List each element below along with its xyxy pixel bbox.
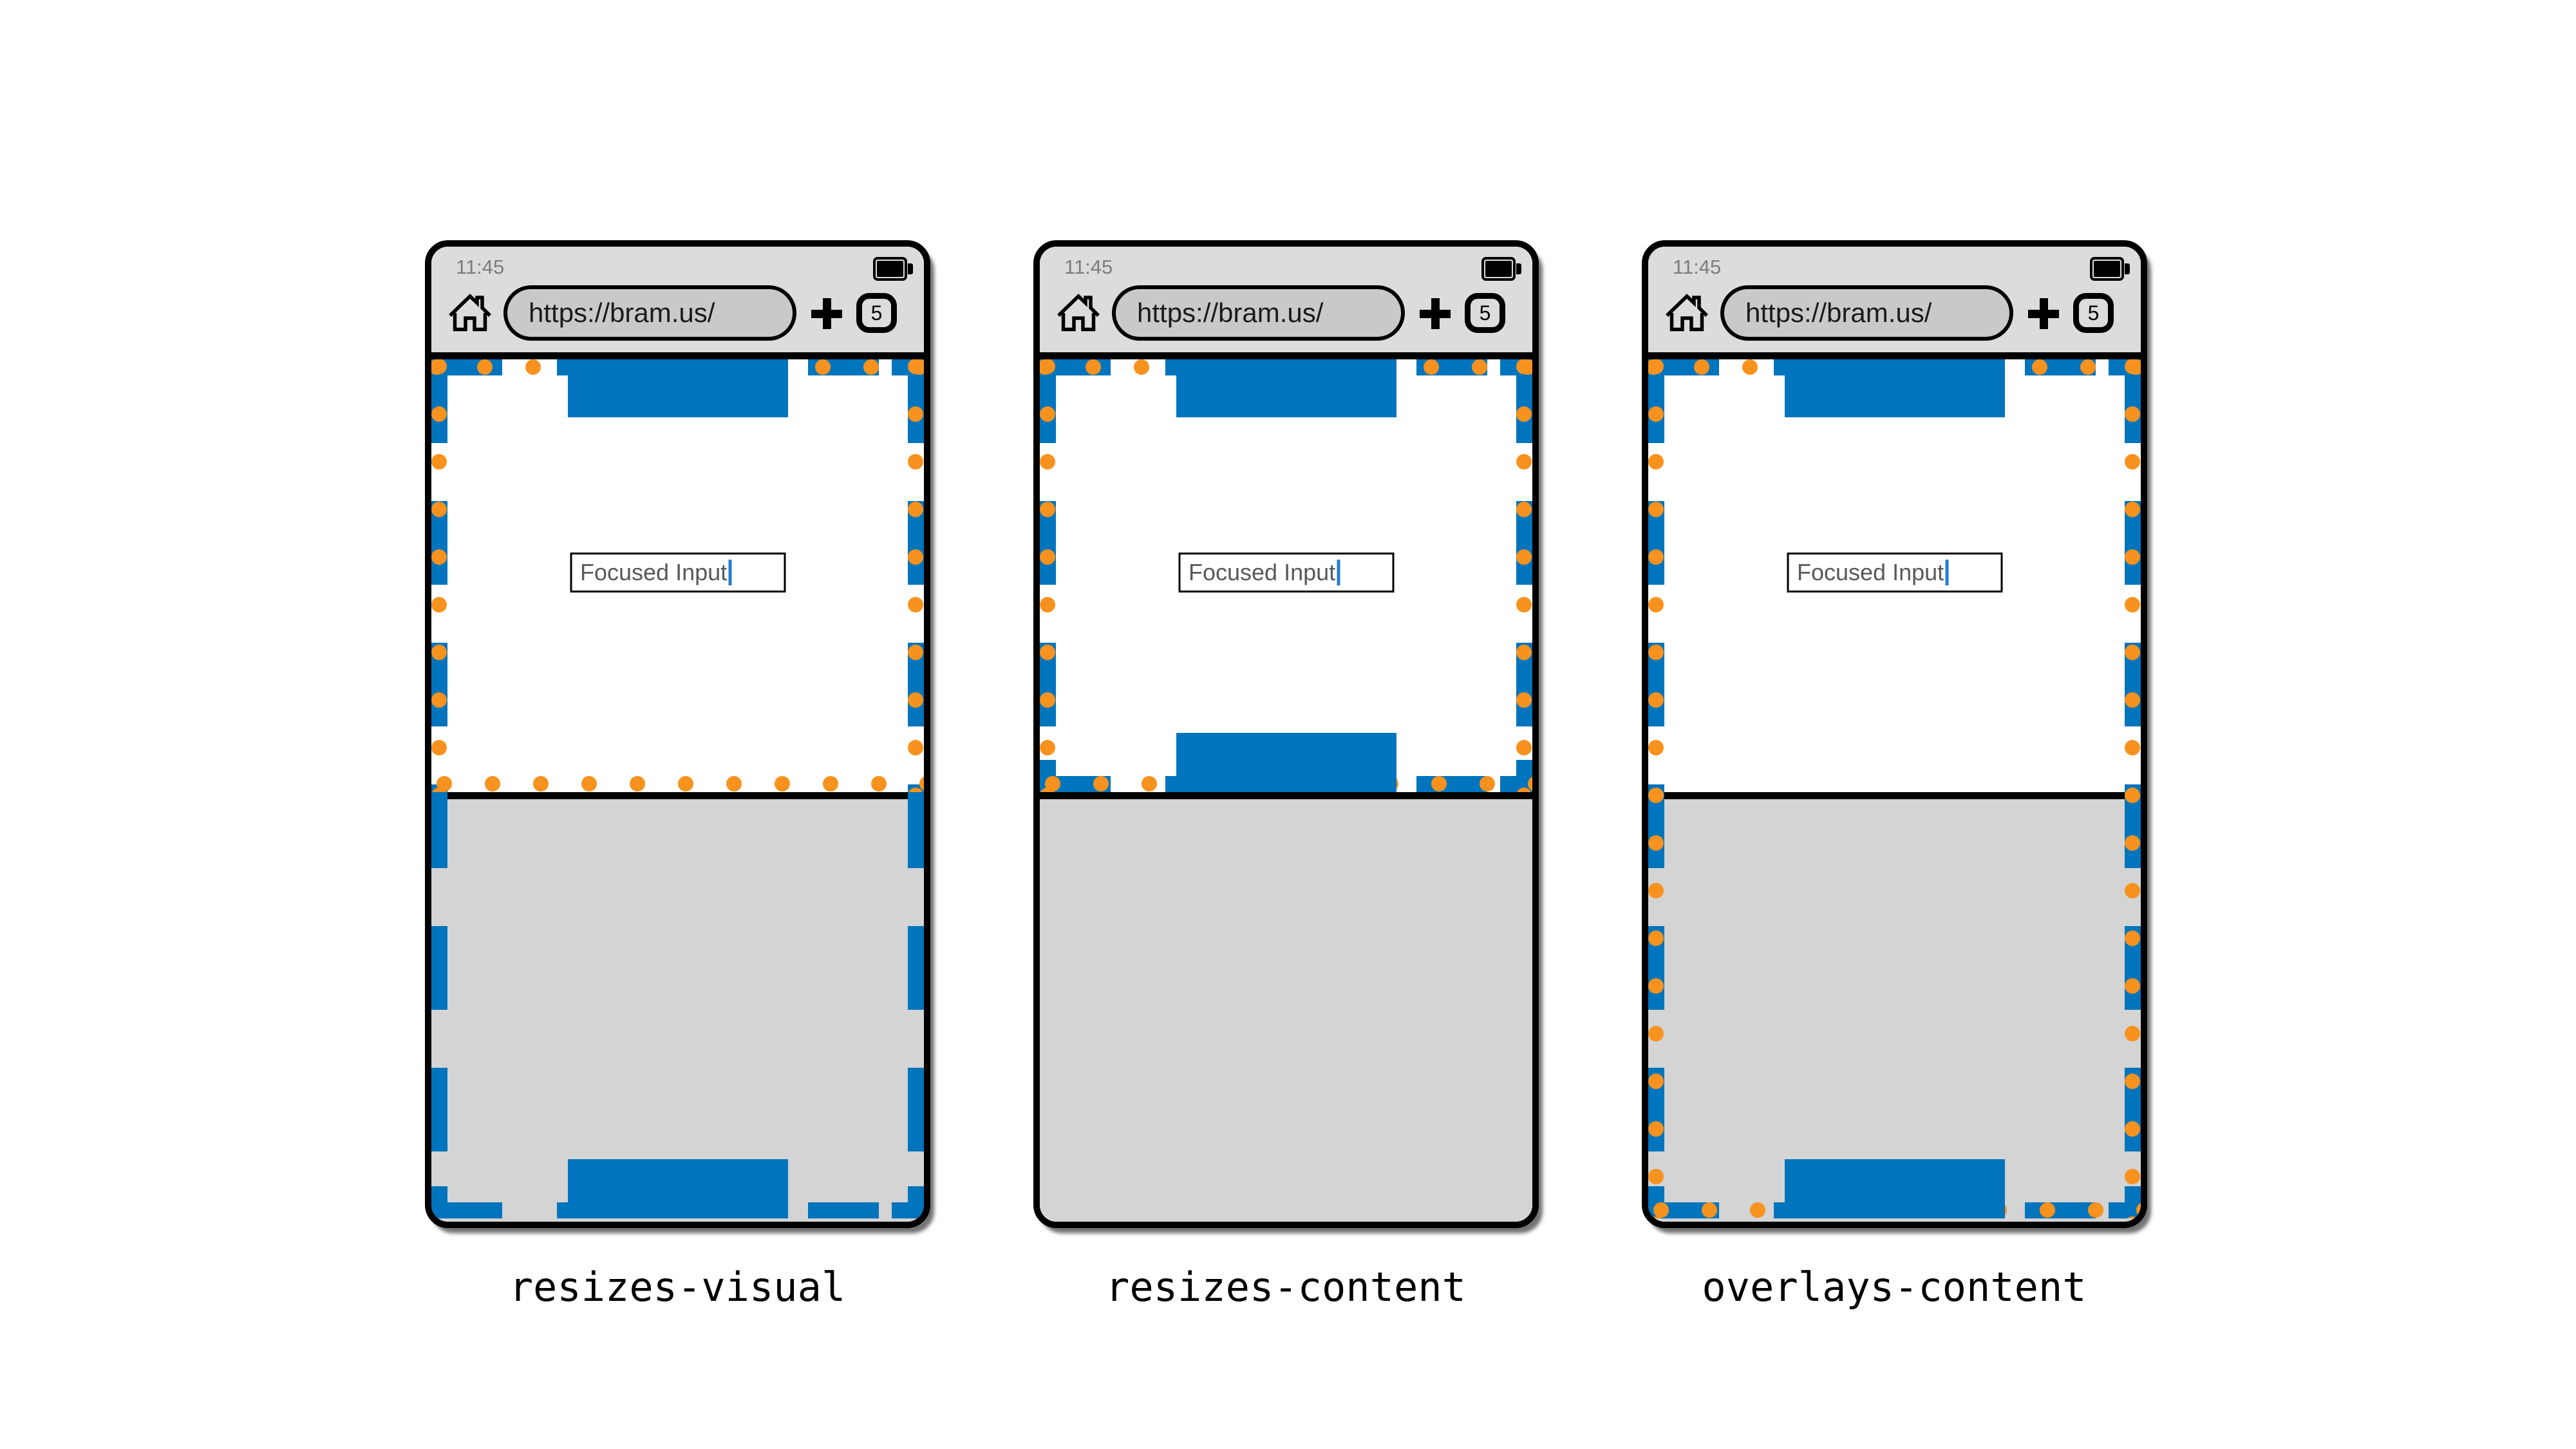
- page-header-block: [1176, 359, 1396, 417]
- tab-counter-button[interactable]: 5: [2073, 293, 2114, 333]
- text-caret: [728, 560, 732, 585]
- tab-counter-button[interactable]: 5: [1465, 293, 1505, 333]
- url-bar[interactable]: https://bram.us/: [503, 285, 796, 341]
- battery-body: [1481, 257, 1516, 281]
- phone-mockup-overlays-content: 11:45 https://bram.us/ 5: [1642, 240, 2147, 1228]
- home-button[interactable]: [447, 292, 493, 333]
- virtual-keyboard-area: [1040, 799, 1532, 1222]
- keyboard-divider: [1040, 792, 1532, 799]
- focused-input[interactable]: Focused Input: [570, 553, 785, 592]
- status-time: 11:45: [456, 256, 505, 278]
- virtual-keyboard-area: [431, 799, 924, 1222]
- tab-counter-button[interactable]: 5: [856, 293, 897, 333]
- status-time: 11:45: [1064, 256, 1113, 278]
- toolbar-divider: [1648, 352, 2141, 359]
- plus-icon[interactable]: [2028, 298, 2059, 329]
- phone-screen: Focused Input: [1040, 359, 1532, 1222]
- focused-input[interactable]: Focused Input: [1787, 553, 2002, 592]
- battery-nub: [1516, 263, 1521, 274]
- text-caret: [1337, 560, 1340, 585]
- page-footer-block: [567, 1159, 788, 1218]
- plus-icon[interactable]: [1420, 298, 1451, 329]
- phone-screen: Focused Input: [431, 359, 924, 1222]
- focused-input-value: Focused Input: [580, 559, 728, 585]
- focused-input-value: Focused Input: [1189, 559, 1336, 585]
- page-header-block: [567, 359, 788, 417]
- plus-icon[interactable]: [811, 298, 842, 329]
- battery-fill: [877, 261, 903, 277]
- toolbar-divider: [431, 352, 924, 359]
- phone-screen: Focused Input: [1648, 359, 2141, 1222]
- battery-body: [2090, 257, 2124, 281]
- phone-mockup-resizes-visual: 11:45 https://bram.us/ 5: [425, 240, 930, 1228]
- battery-nub: [908, 263, 913, 274]
- phone-mockup-resizes-content: 11:45 https://bram.us/ 5: [1033, 240, 1539, 1228]
- status-bar: 11:45 https://bram.us/ 5: [1040, 247, 1532, 352]
- battery-body: [873, 257, 907, 281]
- toolbar-divider: [1040, 352, 1532, 359]
- battery-full-icon: [1481, 257, 1521, 281]
- battery-full-icon: [2090, 257, 2130, 281]
- keyboard-divider: [431, 792, 924, 799]
- focused-input[interactable]: Focused Input: [1178, 553, 1394, 592]
- battery-nub: [2125, 263, 2130, 274]
- virtual-keyboard-area: [1648, 799, 2141, 1222]
- keyboard-divider: [1648, 792, 2141, 799]
- battery-fill: [2094, 261, 2120, 277]
- caption-overlays-content: overlays-content: [1702, 1264, 2087, 1311]
- home-button[interactable]: [1056, 292, 1101, 333]
- url-bar[interactable]: https://bram.us/: [1720, 285, 2013, 341]
- url-bar[interactable]: https://bram.us/: [1112, 285, 1405, 341]
- text-caret: [1945, 560, 1949, 585]
- battery-fill: [1485, 261, 1512, 277]
- home-icon: [1666, 294, 1708, 332]
- caption-resizes-visual: resizes-visual: [509, 1264, 846, 1311]
- caption-resizes-content: resizes-content: [1105, 1264, 1466, 1311]
- status-bar: 11:45 https://bram.us/ 5: [431, 247, 924, 352]
- url-text: https://bram.us/: [529, 298, 715, 328]
- battery-full-icon: [873, 257, 913, 281]
- focused-input-value: Focused Input: [1797, 559, 1944, 585]
- home-icon: [1057, 294, 1100, 332]
- page-header-block: [1784, 359, 2005, 417]
- status-bar: 11:45 https://bram.us/ 5: [1648, 247, 2141, 352]
- status-time: 11:45: [1673, 256, 1722, 278]
- home-button[interactable]: [1664, 292, 1709, 333]
- page-footer-block: [1784, 1159, 2005, 1218]
- url-text: https://bram.us/: [1745, 298, 1932, 328]
- url-text: https://bram.us/: [1137, 298, 1324, 328]
- home-icon: [449, 294, 491, 332]
- page-footer-block: [1176, 733, 1396, 792]
